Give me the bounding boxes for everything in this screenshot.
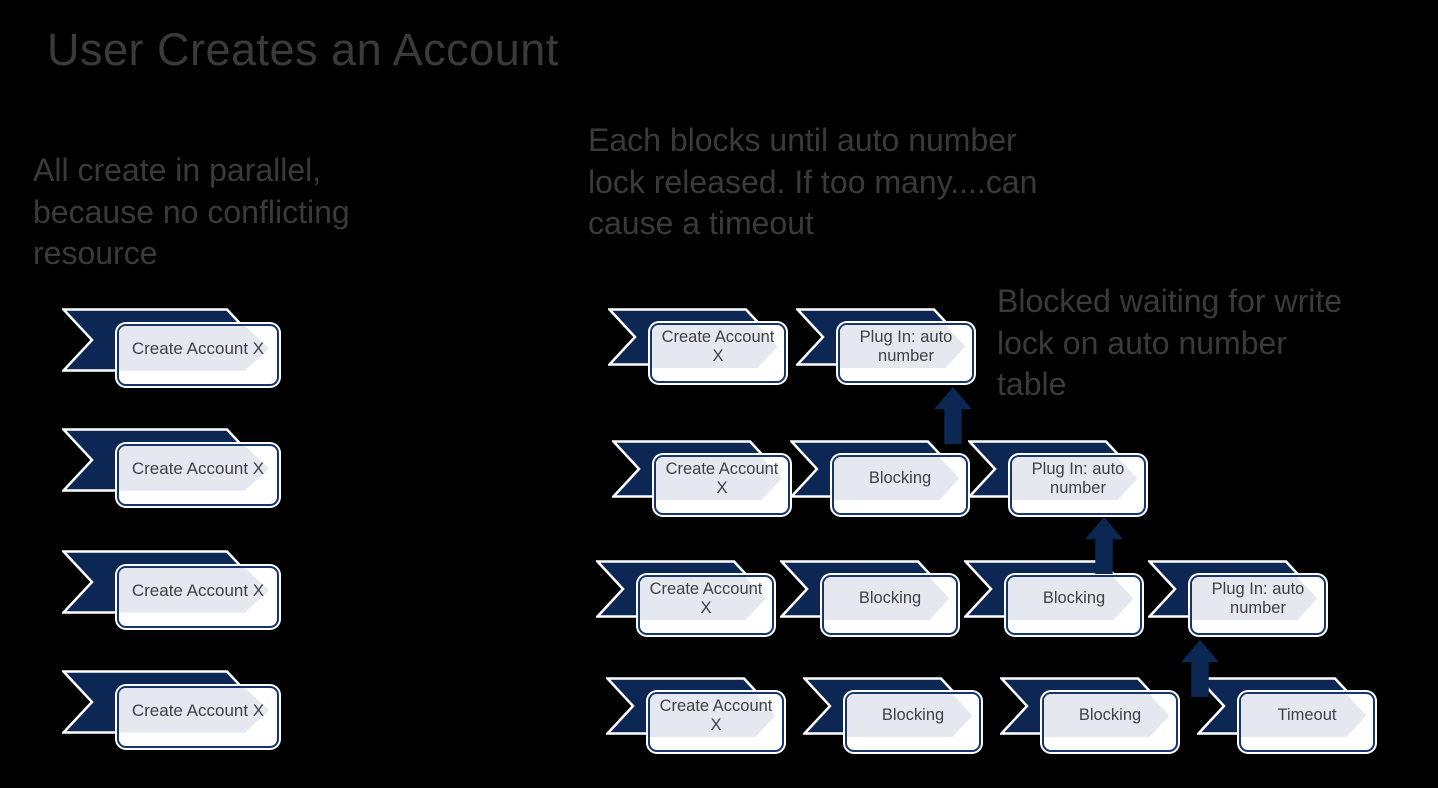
process-step: Blocking xyxy=(803,677,981,752)
card-inner-chevron xyxy=(1241,694,1367,738)
card-inner-chevron xyxy=(119,688,270,733)
step-label: Create Account X xyxy=(131,458,265,478)
process-step: Blocking xyxy=(790,440,968,515)
process-step: Create Account X xyxy=(596,560,774,635)
process-step: Create Account X xyxy=(62,308,279,386)
step-label: Plug In: auto number xyxy=(1031,459,1125,497)
up-arrow xyxy=(934,387,972,444)
card-inner-chevron xyxy=(119,326,270,371)
step-card: Timeout xyxy=(1239,692,1375,752)
step-card: Create Account X xyxy=(654,455,790,515)
step-label: Create Account X xyxy=(661,327,775,365)
step-card: Blocking xyxy=(822,575,958,635)
card-inner-chevron xyxy=(840,325,966,369)
note-blocking: Each blocks until auto number lock relea… xyxy=(588,122,1038,242)
step-label: Create Account X xyxy=(659,696,773,734)
process-step: Create Account X xyxy=(606,677,784,752)
card-inner-chevron xyxy=(119,568,270,613)
step-label: Create Account X xyxy=(131,580,265,600)
step-label: Blocking xyxy=(1042,589,1106,608)
step-card: Create Account X xyxy=(117,566,279,628)
step-label: Plug In: auto number xyxy=(1211,579,1305,617)
process-step: Create Account X xyxy=(608,308,786,383)
step-card: Blocking xyxy=(1042,692,1178,752)
step-label: Create Account X xyxy=(649,579,763,617)
card-inner-chevron xyxy=(652,325,778,369)
step-label: Blocking xyxy=(881,706,945,725)
card-inner-chevron xyxy=(640,577,766,621)
process-step: Timeout xyxy=(1197,677,1375,752)
step-card: Plug In: auto number xyxy=(1190,575,1326,635)
process-step: Create Account X xyxy=(62,670,279,748)
process-step: Plug In: auto number xyxy=(1148,560,1326,635)
card-inner-chevron xyxy=(650,694,776,738)
card-inner-chevron xyxy=(1044,694,1170,738)
slide-title: User Creates an Account xyxy=(47,24,559,75)
note-blocked-waiting: Blocked waiting for write lock on auto n… xyxy=(997,283,1343,403)
step-label: Blocking xyxy=(1078,706,1142,725)
step-card: Create Account X xyxy=(117,444,279,506)
step-card: Blocking xyxy=(1006,575,1142,635)
step-label: Plug In: auto number xyxy=(859,327,953,365)
step-card: Create Account X xyxy=(117,324,279,386)
card-inner-chevron xyxy=(847,694,973,738)
step-card: Create Account X xyxy=(117,686,279,748)
step-card: Blocking xyxy=(832,455,968,515)
step-card: Plug In: auto number xyxy=(838,323,974,383)
step-label: Blocking xyxy=(868,469,932,488)
step-card: Plug In: auto number xyxy=(1010,455,1146,515)
card-inner-chevron xyxy=(834,457,960,501)
step-label: Blocking xyxy=(858,589,922,608)
process-step: Create Account X xyxy=(62,550,279,628)
process-step: Create Account X xyxy=(612,440,790,515)
process-step: Blocking xyxy=(780,560,958,635)
step-card: Blocking xyxy=(845,692,981,752)
card-inner-chevron xyxy=(1008,577,1134,621)
card-inner-chevron xyxy=(824,577,950,621)
card-inner-chevron xyxy=(1192,577,1318,621)
step-card: Create Account X xyxy=(638,575,774,635)
card-inner-chevron xyxy=(1012,457,1138,501)
process-step: Blocking xyxy=(1000,677,1178,752)
step-label: Create Account X xyxy=(131,338,265,358)
step-label: Timeout xyxy=(1277,706,1337,725)
process-step: Plug In: auto number xyxy=(796,308,974,383)
step-card: Create Account X xyxy=(650,323,786,383)
step-label: Create Account X xyxy=(131,700,265,720)
step-label: Create Account X xyxy=(665,459,779,497)
process-step: Create Account X xyxy=(62,428,279,506)
note-parallel: All create in parallel, because no confl… xyxy=(33,152,350,272)
process-step: Blocking xyxy=(964,560,1142,635)
card-inner-chevron xyxy=(656,457,782,501)
card-inner-chevron xyxy=(119,446,270,491)
process-step: Plug In: auto number xyxy=(968,440,1146,515)
step-card: Create Account X xyxy=(648,692,784,752)
